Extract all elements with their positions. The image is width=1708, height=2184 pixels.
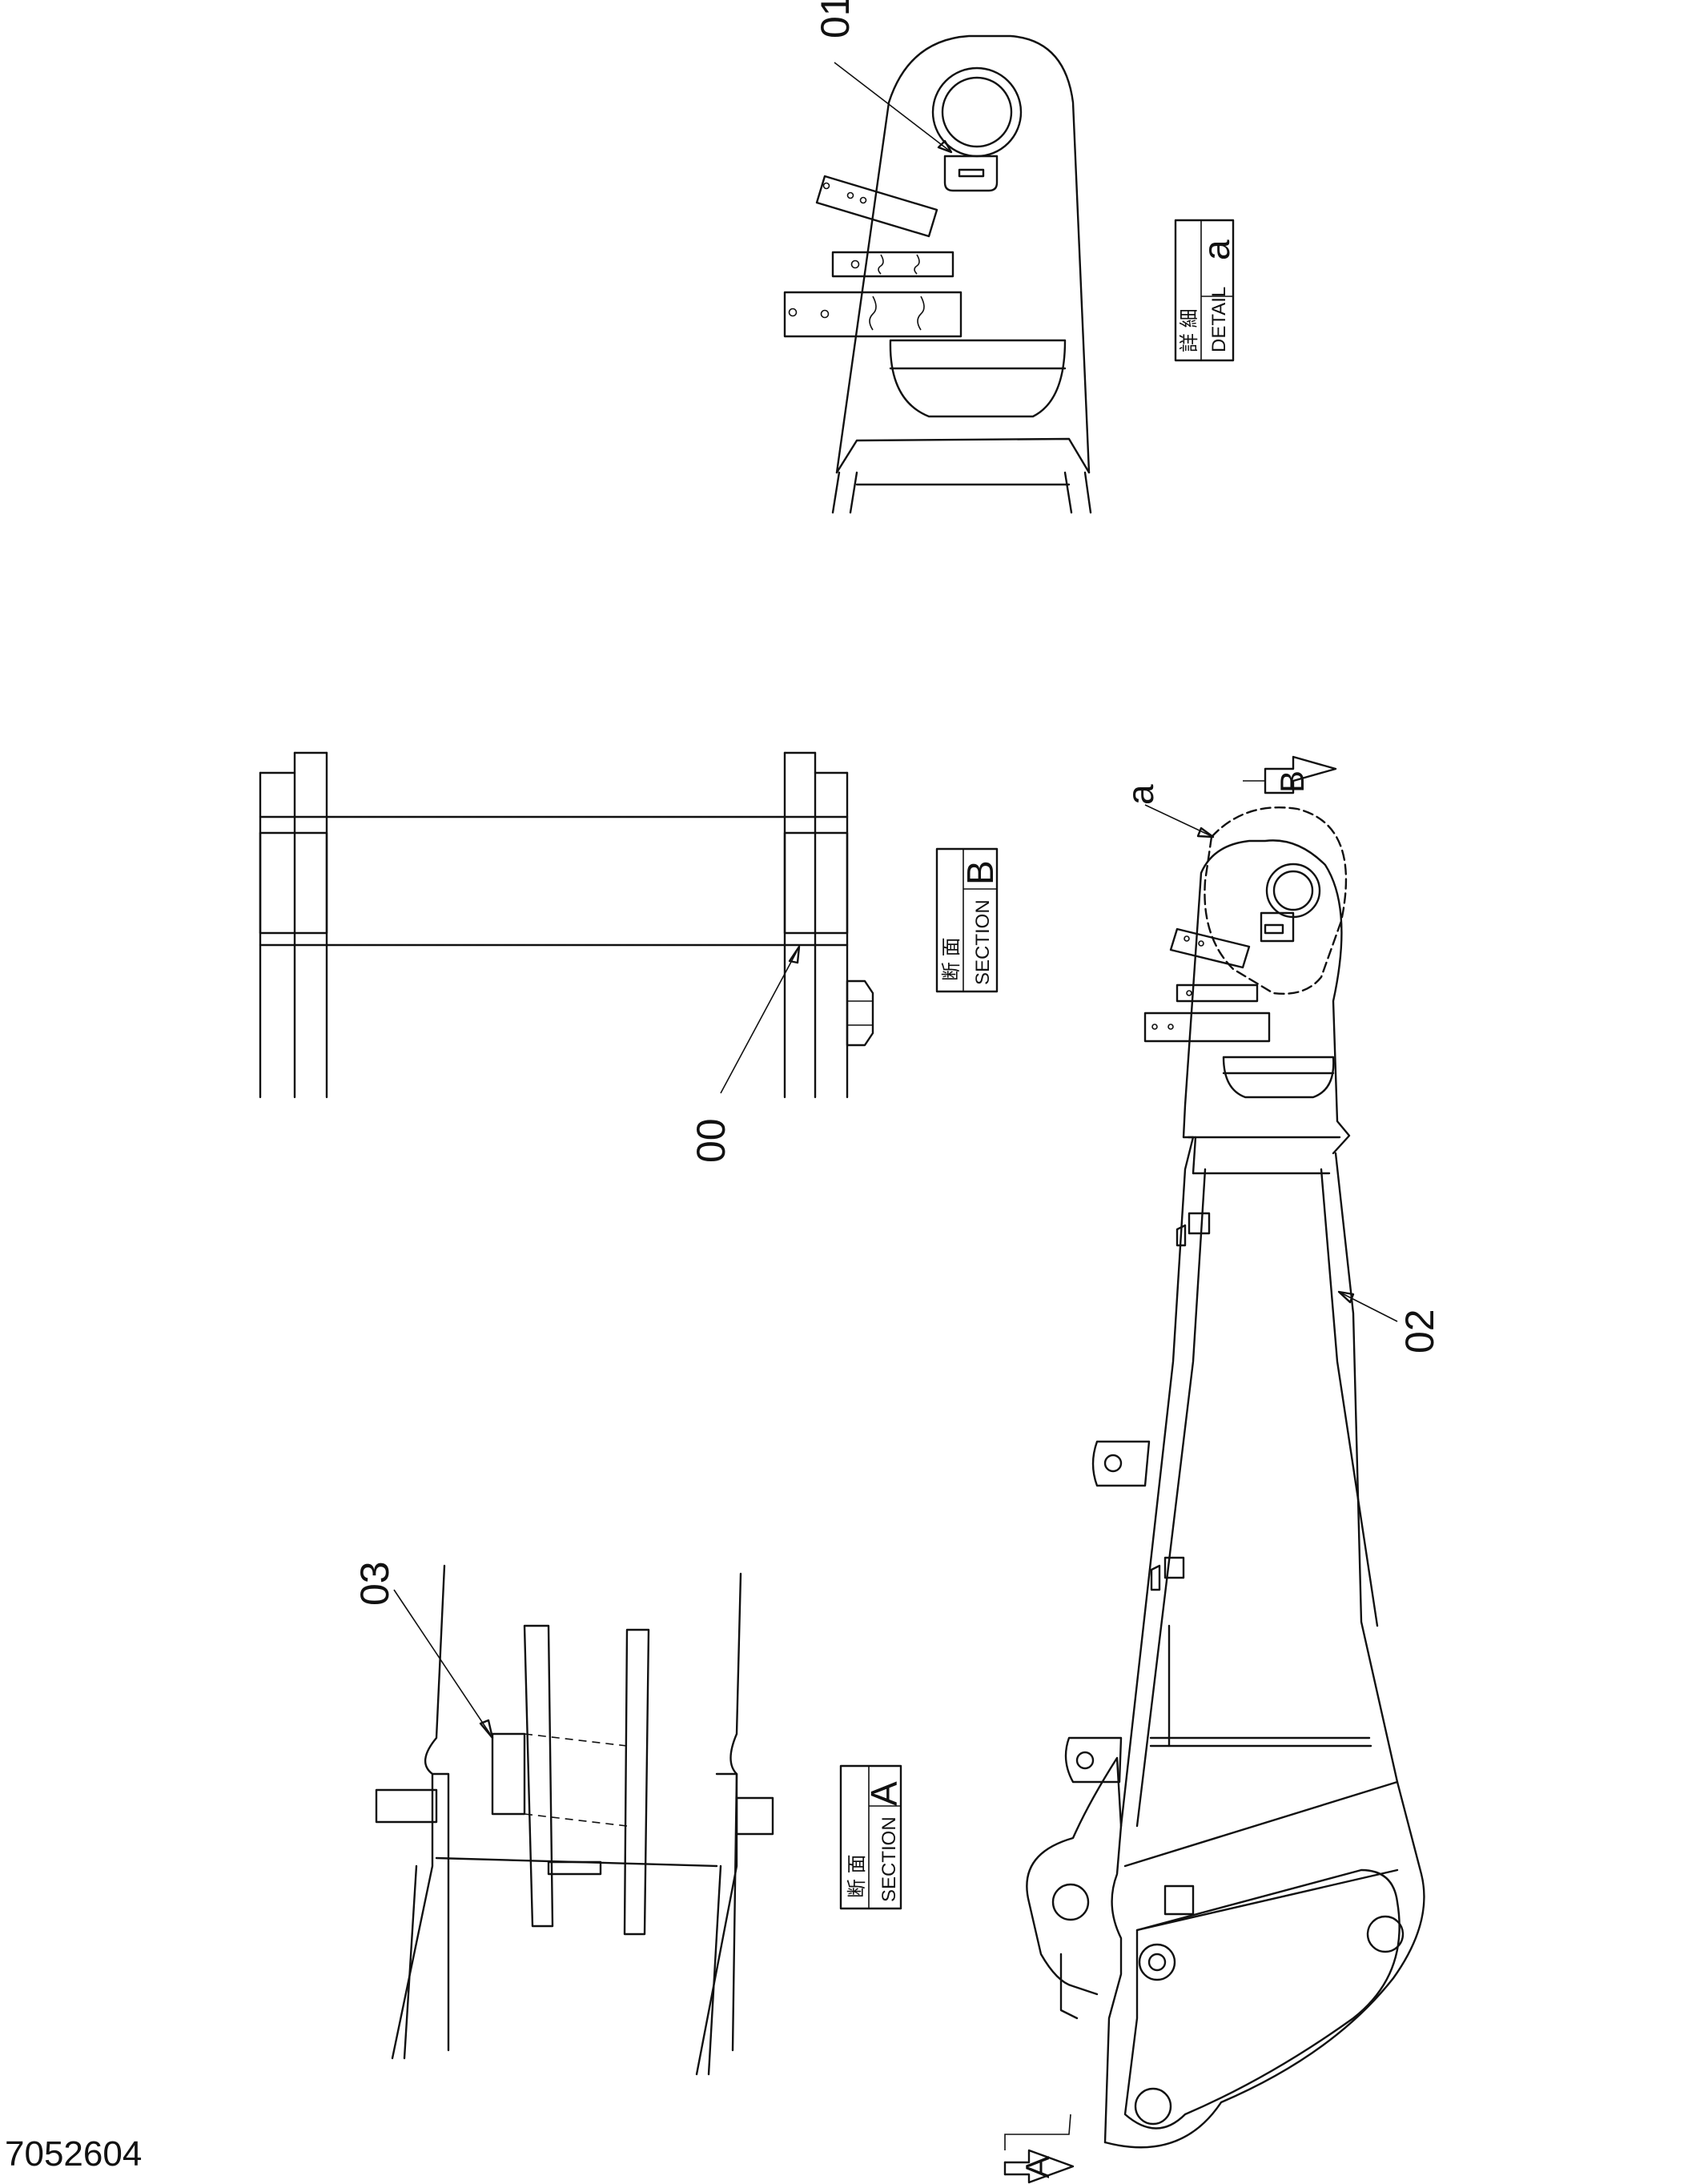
view-arrow-b-letter: B [1273, 770, 1311, 793]
section-a-kanji: 断 面 [846, 1854, 868, 1898]
detail-a-text: DETAIL [1208, 287, 1230, 352]
detail-a-label-box [1174, 219, 1235, 362]
callout-00: 02 [1397, 1309, 1442, 1353]
section-a-letter: A [863, 1781, 905, 1806]
section-b-view [259, 751, 874, 1099]
boom-main-view [1003, 755, 1425, 2184]
detail-a-view [783, 34, 1092, 514]
section-a-label-box [839, 1764, 902, 1910]
section-b-text: SECTION [972, 899, 994, 985]
callout-03: 03 [352, 1561, 397, 1606]
section-a-text: SECTION [878, 1816, 900, 1902]
detail-a-kanji: 詳 細 [1179, 308, 1200, 352]
callout-01: 00 [689, 1118, 733, 1163]
section-a-view [375, 1564, 774, 2076]
view-arrow-a-letter: A [1019, 2156, 1056, 2178]
detail-a-letter: a [1196, 239, 1237, 260]
callout-a: a [1119, 784, 1161, 805]
callout-02: 01 [813, 0, 858, 38]
section-b-letter: B [959, 860, 1001, 885]
section-b-kanji: 断 面 [941, 937, 963, 981]
drawing-number: 7052604 [5, 2134, 143, 2174]
section-b-label-box [935, 847, 999, 993]
